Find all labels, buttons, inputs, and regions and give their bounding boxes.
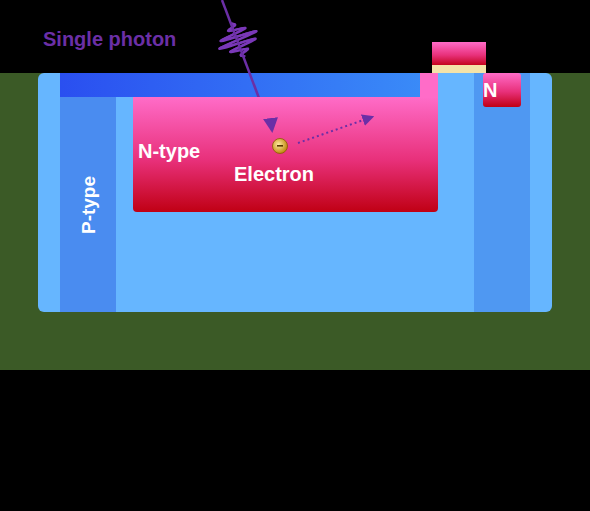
n-contact: N [483,73,521,107]
electron-dot [273,139,288,154]
gate [432,42,486,66]
region-label: N-type [138,140,200,163]
gate-oxide [432,65,486,73]
electron-path [298,117,372,143]
n-type-region [420,73,438,98]
well [38,73,552,312]
region-label: N [483,79,497,102]
electron-label: Electron [234,163,314,186]
electron-sign [277,145,283,147]
n-plus-band [474,73,530,312]
p-type-band: P-type [60,97,116,312]
substrate [0,73,590,370]
region-label: P-type [78,175,100,233]
photon-label: Single photon [43,28,176,51]
n-type-region: N-type [133,97,438,212]
photon-path [271,122,272,130]
pinned-layer [60,73,430,97]
